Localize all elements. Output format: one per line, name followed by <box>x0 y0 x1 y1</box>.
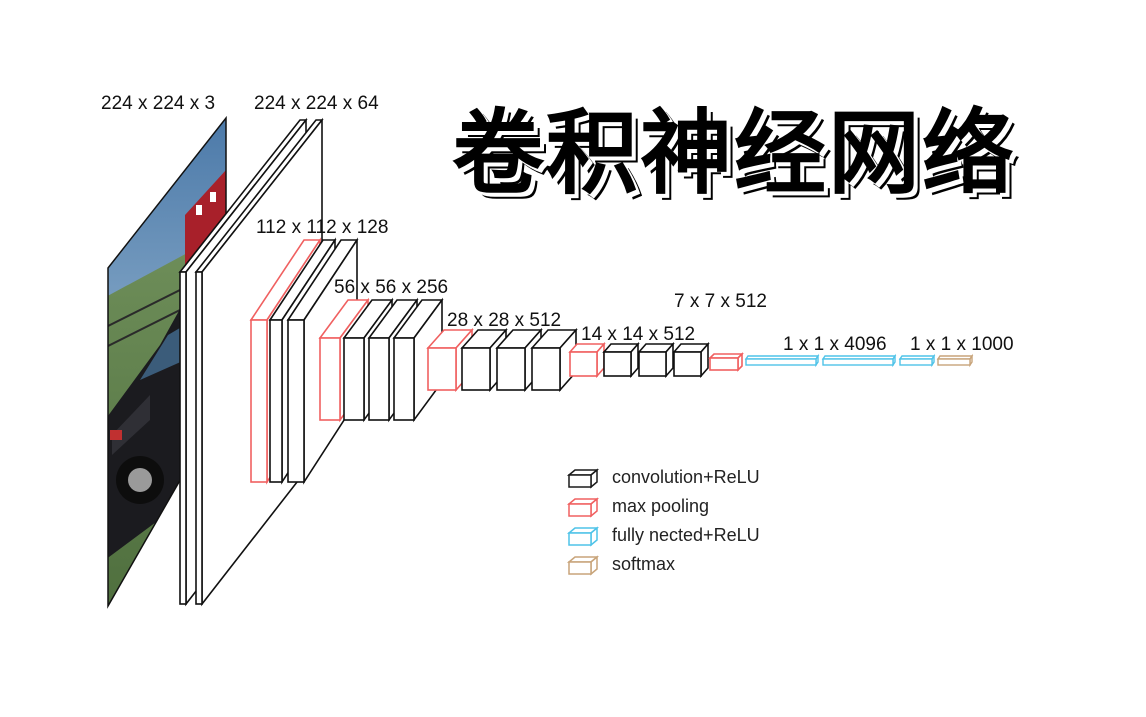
conv5-slab-a <box>602 341 640 379</box>
cube-icon <box>566 497 600 518</box>
cube-icon <box>566 555 600 576</box>
fc6 <box>744 353 820 368</box>
label-conv2-dims: 112 x 112 x 128 <box>256 217 389 238</box>
pool5 <box>708 352 744 372</box>
label-conv5-dims: 14 x 14 x 512 <box>581 324 696 345</box>
cube-icon <box>566 526 600 547</box>
pool4 <box>568 341 606 379</box>
label-conv1-dims: 224 x 224 x 64 <box>254 93 379 114</box>
label-fc-dims: 1 x 1 x 4096 <box>783 334 887 355</box>
softmax-layer <box>936 353 974 368</box>
legend-label: softmax <box>612 554 676 574</box>
cube-icon <box>566 468 600 489</box>
block-5 <box>568 341 744 379</box>
label-pool5-dims: 7 x 7 x 512 <box>674 291 767 312</box>
block-3 <box>318 297 444 423</box>
conv5-slab-c <box>672 341 710 379</box>
label-conv3-dims: 56 x 56 x 256 <box>334 277 449 298</box>
diagram-title: 卷积神经网络 <box>452 100 1017 207</box>
legend-label: fully nected+ReLU <box>612 525 760 545</box>
legend-label: convolution+ReLU <box>612 467 760 487</box>
fc7 <box>821 353 897 368</box>
block-2 <box>249 237 359 485</box>
fc8 <box>898 353 936 368</box>
label-input-dims: 224 x 224 x 3 <box>101 93 216 114</box>
block-4 <box>426 327 578 393</box>
label-softmax-dims: 1 x 1 x 1000 <box>910 334 1014 355</box>
label-conv4-dims: 28 x 28 x 512 <box>447 310 562 331</box>
legend-label: max pooling <box>612 496 710 516</box>
conv5-slab-b <box>637 341 675 379</box>
dense-layers <box>744 353 974 368</box>
